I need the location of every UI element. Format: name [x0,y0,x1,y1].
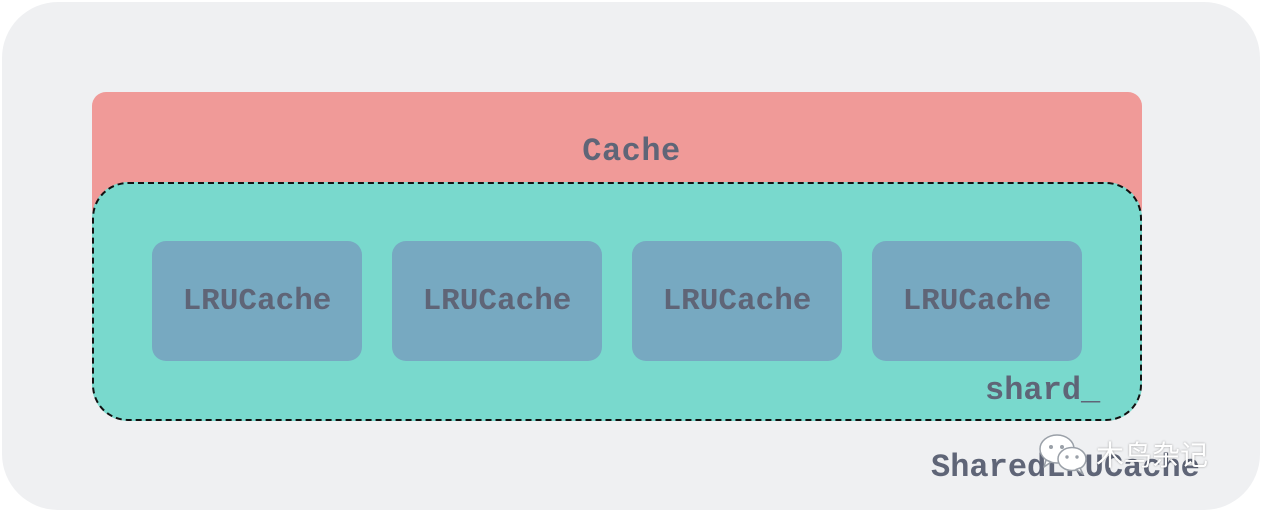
wechat-icon [1039,434,1087,475]
watermark: 木鸟杂记 [1036,432,1208,476]
shard-label: shard_ [985,372,1101,409]
lru-cache-box: LRUCache [632,241,842,361]
cache-label: Cache [582,133,681,170]
lru-cache-box: LRUCache [152,241,362,361]
lru-cache-box: LRUCache [872,241,1082,361]
lru-cache-box: LRUCache [392,241,602,361]
watermark-text: 木鸟杂记 [1096,439,1209,472]
